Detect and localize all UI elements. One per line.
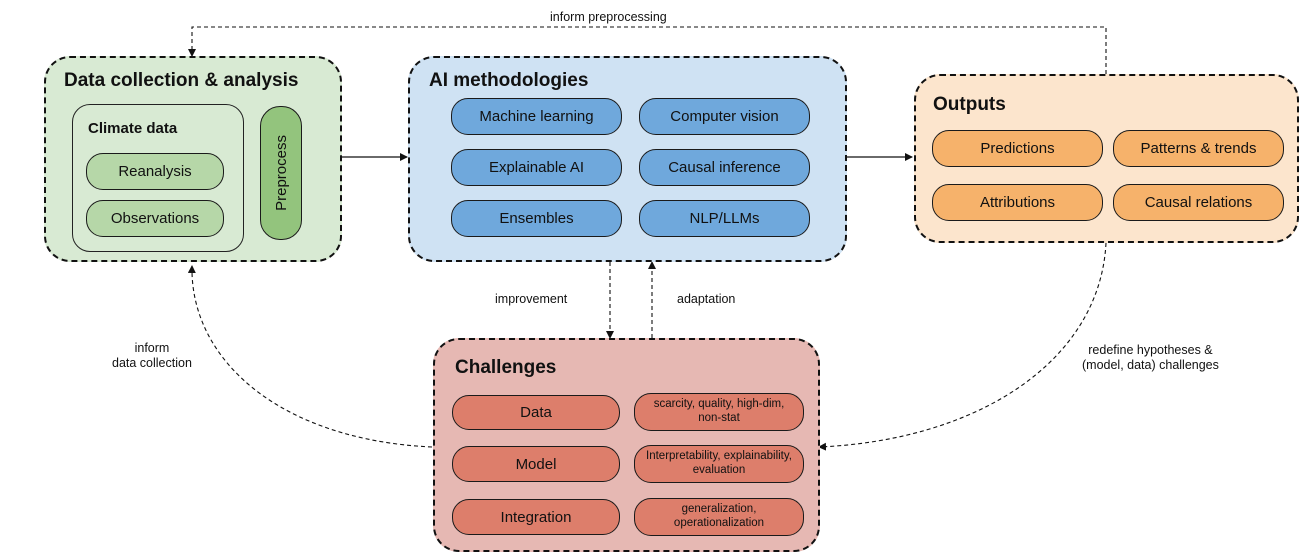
arrow-inform-data-collection	[187, 265, 433, 448]
output-attributions: Attributions	[932, 184, 1103, 221]
challenge-integration: Integration	[452, 499, 620, 535]
output-patterns-trends: Patterns & trends	[1113, 130, 1284, 167]
ai-methodologies-title: AI methodologies	[429, 70, 589, 91]
label-inform-preprocessing: inform preprocessing	[550, 10, 667, 24]
climate-data-box: Climate data Reanalysis Observations	[72, 104, 244, 252]
challenge-integration-detail: generalization, operationalization	[634, 498, 804, 536]
preprocess-pill: Preprocess	[260, 106, 302, 240]
preprocess-label: Preprocess	[272, 135, 290, 211]
challenge-model-detail: Interpretability, explainability, evalua…	[634, 445, 804, 483]
observations-pill: Observations	[86, 200, 224, 237]
outputs-title: Outputs	[933, 94, 1006, 115]
data-collection-title: Data collection & analysis	[64, 70, 299, 91]
challenges-title: Challenges	[455, 357, 557, 378]
label-improvement: improvement	[495, 292, 568, 306]
ai-item-computer-vision: Computer vision	[639, 98, 810, 135]
ai-item-machine-learning: Machine learning	[451, 98, 622, 135]
ai-methodologies-panel: AI methodologies Machine learning Comput…	[408, 56, 847, 262]
challenge-model: Model	[452, 446, 620, 482]
output-predictions: Predictions	[932, 130, 1103, 167]
climate-data-title: Climate data	[88, 120, 178, 137]
ai-item-nlp-llms: NLP/LLMs	[639, 200, 810, 237]
challenge-data-detail: scarcity, quality, high-dim, non-stat	[634, 393, 804, 431]
label-inform-data-collection: inform data collection	[112, 341, 192, 370]
challenge-data: Data	[452, 395, 620, 430]
ai-item-causal-inference: Causal inference	[639, 149, 810, 186]
ai-item-explainable-ai: Explainable AI	[451, 149, 622, 186]
label-adaptation: adaptation	[677, 292, 736, 306]
label-redefine-hypotheses: redefine hypotheses & (model, data) chal…	[1082, 343, 1219, 372]
arrow-inform-preprocessing	[188, 26, 1107, 74]
data-collection-panel: Data collection & analysis Climate data …	[44, 56, 342, 262]
reanalysis-pill: Reanalysis	[86, 153, 224, 190]
outputs-panel: Outputs Predictions Patterns & trends At…	[914, 74, 1299, 243]
arrow-redefine-hypotheses	[818, 242, 1107, 451]
ai-item-ensembles: Ensembles	[451, 200, 622, 237]
output-causal-relations: Causal relations	[1113, 184, 1284, 221]
